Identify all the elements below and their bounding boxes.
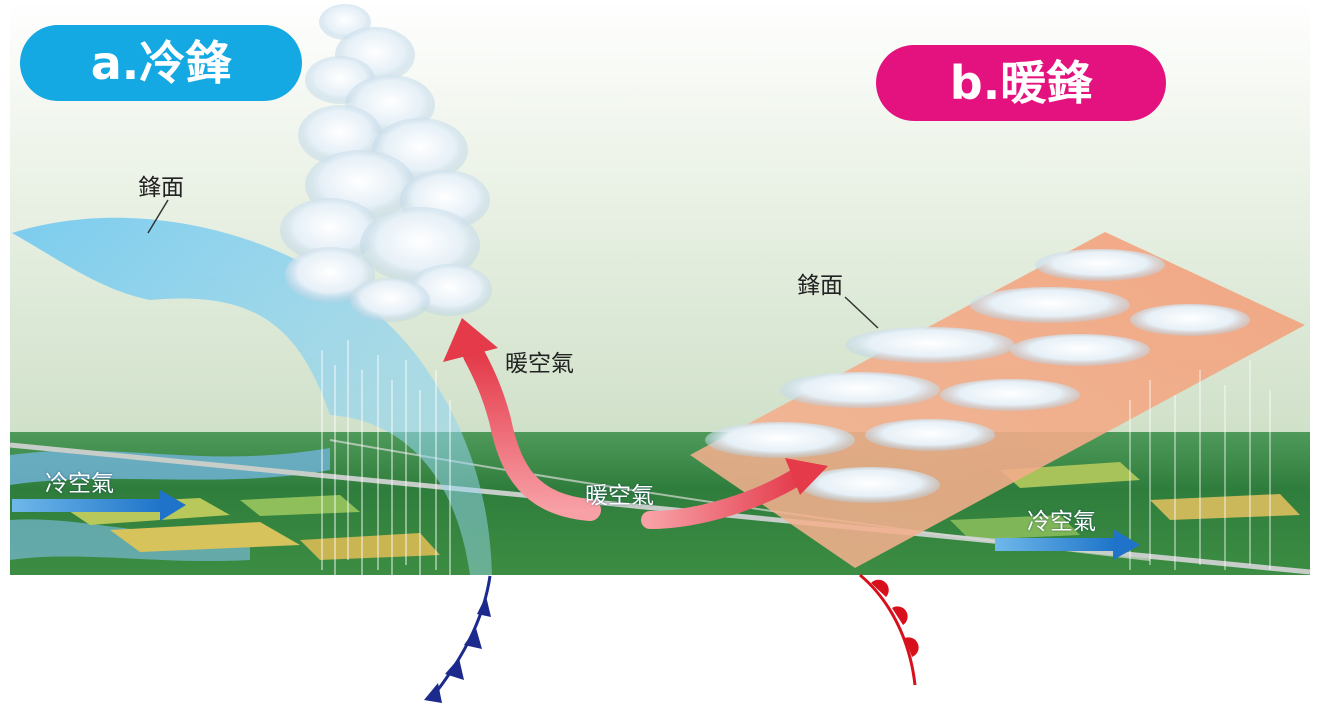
warm-front-title-badge: b.暖鋒: [876, 45, 1166, 121]
warm-front-surface-label: 鋒面: [797, 273, 843, 299]
rain-streaks-cold: [321, 340, 451, 575]
cold-front-cold-air-label: 冷空氣: [45, 471, 114, 497]
landscape: [9, 432, 1311, 575]
cumulus-cloud-tower: [280, 4, 492, 322]
cold-front-warm-air-label: 暖空氣: [505, 351, 574, 377]
rain-streaks-warm: [1129, 360, 1271, 570]
cold-air-arrow-left: [12, 490, 186, 521]
cold-air-arrow-right: [995, 529, 1140, 560]
stratus-cloud-layer: [705, 249, 1250, 503]
warm-front-cold-air-label: 冷空氣: [1027, 509, 1096, 535]
warm-front-symbol: [859, 573, 919, 686]
leader-line-warm-front: [844, 296, 879, 329]
leader-line-cold-front: [147, 199, 169, 234]
warm-front-warm-air-label: 暖空氣: [585, 483, 654, 509]
warm-air-rising-arrow: [443, 318, 601, 521]
cold-front-surface: [12, 217, 492, 575]
cold-front-symbol: [424, 575, 492, 703]
cold-front-title-badge: a.冷鋒: [20, 25, 302, 101]
cold-front-surface-label: 鋒面: [138, 175, 184, 201]
warm-air-gliding-arrow: [641, 458, 828, 529]
